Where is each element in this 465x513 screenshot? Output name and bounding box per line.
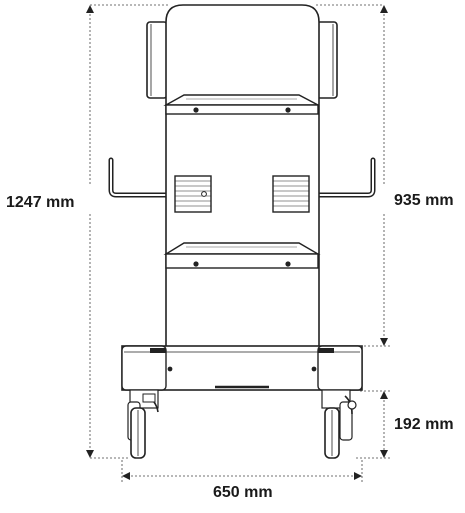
left-side-bracket: [146, 21, 168, 99]
frame-height-label: 935 mm: [394, 192, 454, 209]
left-mount-bracket: [174, 175, 212, 213]
left-handle-hook: [108, 157, 169, 198]
total-height-dimension-line: [86, 4, 168, 459]
upper-shelf: [163, 94, 319, 115]
cart-base: [121, 345, 363, 391]
right-side-bracket: [316, 21, 338, 99]
base-height-dimension-line: [356, 390, 392, 459]
frame-height-dimension-line: [316, 4, 392, 347]
width-dimension-line: [121, 460, 363, 482]
right-mount-bracket: [272, 175, 310, 213]
right-handle-hook: [315, 157, 376, 198]
base-height-label: 192 mm: [394, 416, 454, 433]
total-height-label: 1247 mm: [6, 194, 75, 211]
right-caster: [321, 389, 357, 459]
width-label: 650 mm: [213, 484, 273, 501]
lower-shelf: [163, 242, 321, 269]
left-caster: [127, 389, 159, 459]
